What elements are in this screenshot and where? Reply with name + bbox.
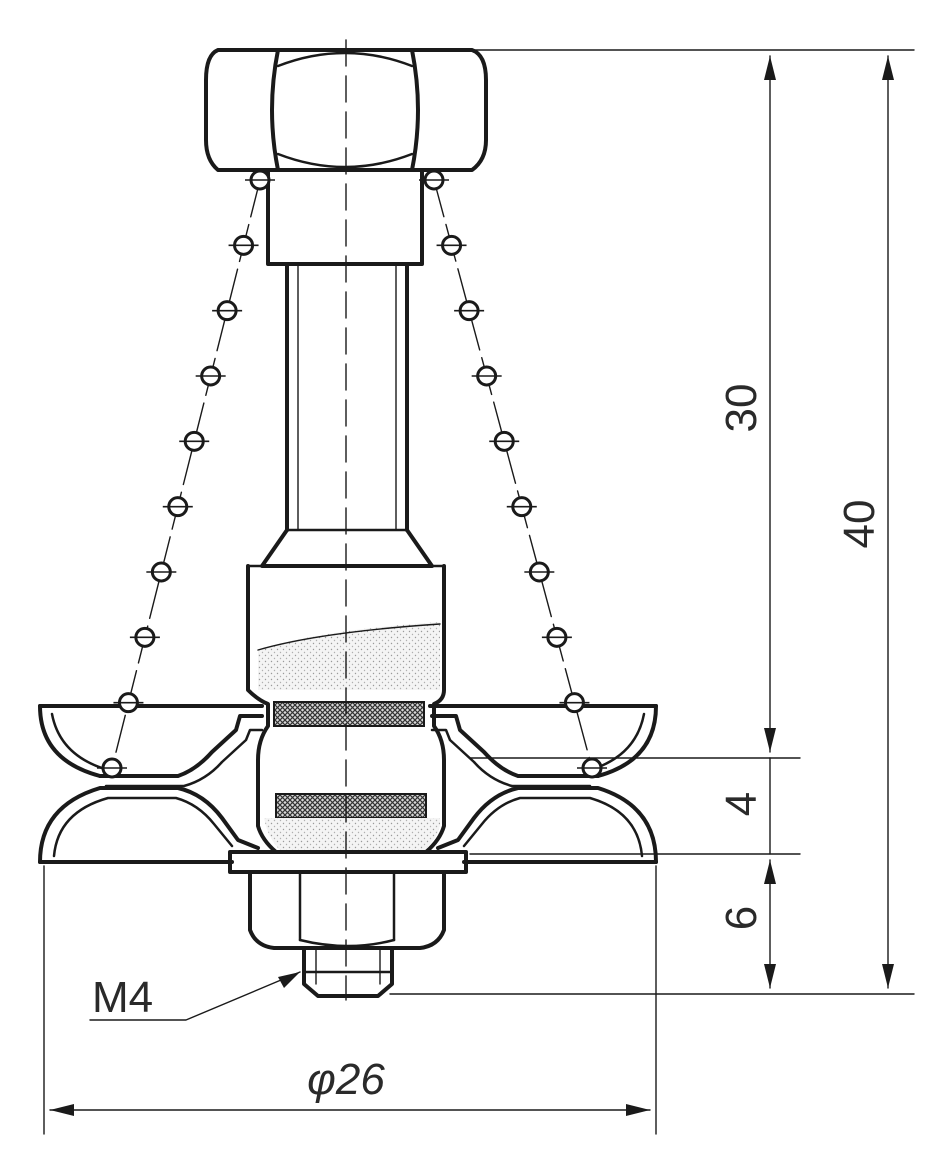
- spring-beads: [97, 169, 607, 779]
- dim-40-label: 40: [835, 500, 884, 549]
- right-spring-chain: [433, 179, 593, 769]
- thread-stud: [302, 946, 394, 998]
- dimension-lines: [43, 49, 915, 1135]
- dim-4-label: 4: [717, 792, 766, 816]
- left-spring-chain: [111, 179, 261, 769]
- base-cup: [38, 704, 658, 874]
- diameter-label: φ26: [307, 1055, 385, 1104]
- collar: [256, 168, 434, 266]
- dim-6-label: 6: [717, 906, 766, 930]
- lower-body: [246, 564, 446, 854]
- shaft: [260, 262, 434, 568]
- thread-label: M4: [92, 973, 153, 1022]
- dim-30-label: 30: [717, 384, 766, 433]
- top-hex-nut: [204, 48, 488, 172]
- bottom-nut: [248, 870, 446, 950]
